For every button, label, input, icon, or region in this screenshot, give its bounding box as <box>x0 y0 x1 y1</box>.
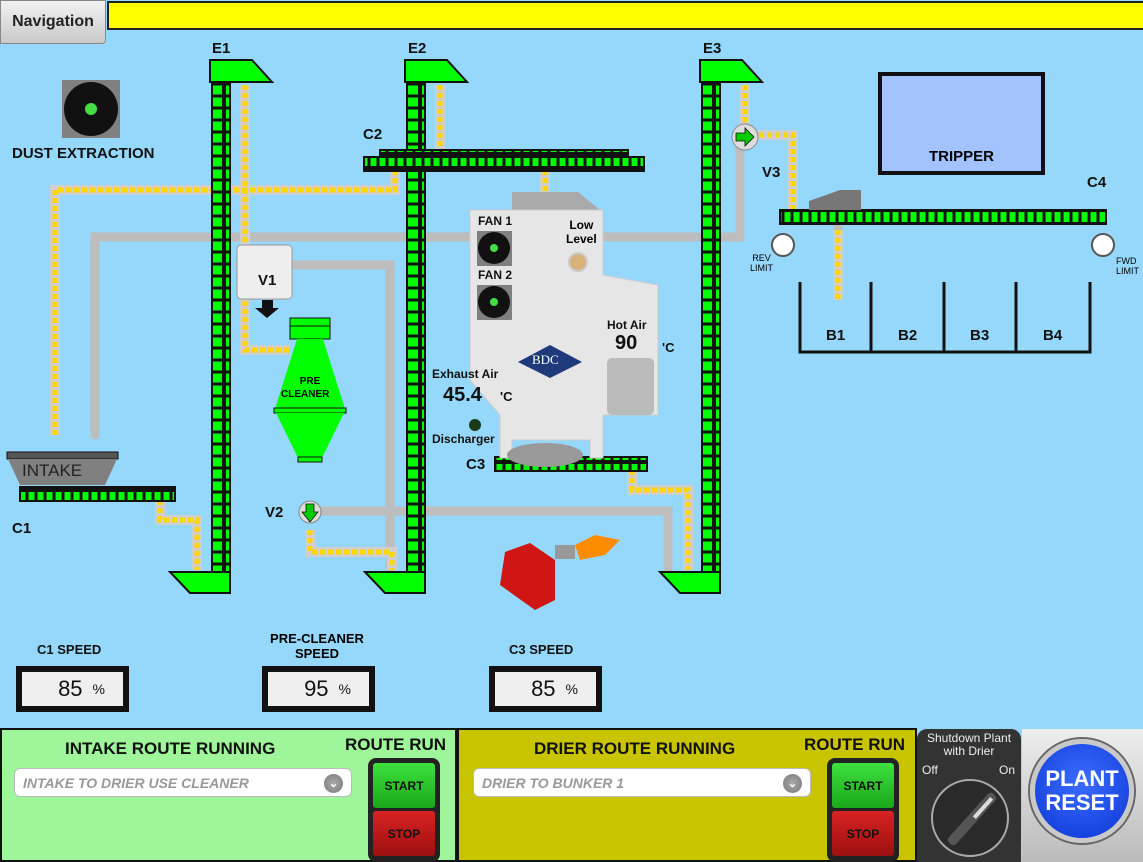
burner-icon <box>500 535 620 610</box>
drier-route-run-label: ROUTE RUN <box>804 735 906 754</box>
conveyor-c4 <box>779 209 1107 225</box>
discharger-indicator <box>469 419 481 431</box>
label-v2: V2 <box>265 504 284 521</box>
label-fan-1: FAN 1 <box>478 214 513 228</box>
c1-speed-display[interactable]: 85% <box>16 666 129 712</box>
label-hot-air: Hot Air <box>607 318 647 332</box>
label-e1: E1 <box>212 40 231 57</box>
drier-stop-button[interactable]: STOP <box>832 811 894 856</box>
shutdown-off-label: Off <box>922 763 938 777</box>
intake-route-run-label: ROUTE RUN <box>345 735 447 754</box>
intake-button-group: START STOP <box>368 758 440 862</box>
intake-route-panel: INTAKE ROUTE RUNNING ROUTE RUN INTAKE TO… <box>0 728 457 862</box>
c3-speed-display[interactable]: 85% <box>489 666 602 712</box>
elevator-e2 <box>362 59 470 594</box>
fan-2-icon <box>477 285 512 320</box>
label-discharger: Discharger <box>432 432 495 446</box>
chevron-down-icon[interactable]: ⌄ <box>324 774 343 793</box>
elevator-e3 <box>657 59 765 594</box>
chevron-down-icon[interactable]: ⌄ <box>783 774 802 793</box>
shutdown-rotary-switch[interactable] <box>931 779 1009 857</box>
navigation-button[interactable]: Navigation <box>0 0 106 44</box>
label-intake: INTAKE <box>22 461 83 480</box>
label-fan-2: FAN 2 <box>478 268 513 282</box>
label-b4: B4 <box>1043 327 1063 344</box>
label-e3: E3 <box>703 40 722 57</box>
bunkers <box>798 282 1092 354</box>
exhaust-air-unit: 'C <box>500 389 513 404</box>
fwd-limit-indicator <box>1091 233 1115 257</box>
elevator-e1 <box>167 59 275 594</box>
label-e2: E2 <box>408 40 427 57</box>
valve-v1 <box>236 244 293 318</box>
pre-cleaner-speed-display[interactable]: 95% <box>262 666 375 712</box>
c1-speed-label: C1 SPEED <box>37 642 102 657</box>
exhaust-air-value: 45.4 <box>443 384 482 406</box>
drier-route-status: DRIER ROUTE RUNNING <box>534 739 736 758</box>
intake-start-button[interactable]: START <box>373 763 435 808</box>
tripper-carriage <box>809 190 861 210</box>
label-c2: C2 <box>363 126 383 143</box>
valve-v2 <box>298 500 322 524</box>
conveyor-c1 <box>19 486 176 502</box>
label-c4: C4 <box>1087 174 1107 191</box>
drier <box>469 192 659 467</box>
shutdown-on-label: On <box>999 763 1016 777</box>
label-b3: B3 <box>970 327 990 344</box>
drier-route-panel: DRIER ROUTE RUNNING ROUTE RUN DRIER TO B… <box>457 728 917 862</box>
label-v3: V3 <box>762 164 781 181</box>
intake-hopper <box>6 451 119 485</box>
tripper: TRIPPER <box>878 72 1045 175</box>
intake-route-select[interactable]: INTAKE TO DRIER USE CLEANER ⌄ <box>14 768 352 797</box>
fan-1-icon <box>477 231 512 266</box>
label-b2: B2 <box>898 327 918 344</box>
valve-v3 <box>731 123 759 151</box>
label-c1: C1 <box>12 520 32 537</box>
drier-route-select[interactable]: DRIER TO BUNKER 1 ⌄ <box>473 768 811 797</box>
pipes <box>90 135 843 575</box>
rev-limit-indicator <box>771 233 795 257</box>
label-c3: C3 <box>466 456 486 473</box>
pre-cleaner <box>273 317 347 463</box>
intake-stop-button[interactable]: STOP <box>373 811 435 856</box>
alarm-banner <box>107 1 1143 30</box>
grain-flow <box>50 85 843 570</box>
bdc-logo: BDC <box>532 352 559 367</box>
c3-speed-label: C3 SPEED <box>509 642 574 657</box>
conveyor-c2 <box>363 156 645 172</box>
drier-button-group: START STOP <box>827 758 899 862</box>
fan-icon <box>62 80 120 138</box>
hot-air-value: 90 <box>615 332 638 354</box>
label-b1: B1 <box>826 327 846 344</box>
hot-air-unit: 'C <box>662 340 675 355</box>
process-diagram <box>6 59 1115 610</box>
drier-start-button[interactable]: START <box>832 763 894 808</box>
label-dust-extraction: DUST EXTRACTION <box>12 145 155 162</box>
label-pre: PRE <box>299 376 321 387</box>
label-exhaust-air: Exhaust Air <box>432 367 499 381</box>
label-cleaner: CLEANER <box>281 389 330 400</box>
label-v1: V1 <box>258 272 277 289</box>
intake-route-status: INTAKE ROUTE RUNNING <box>65 739 276 758</box>
